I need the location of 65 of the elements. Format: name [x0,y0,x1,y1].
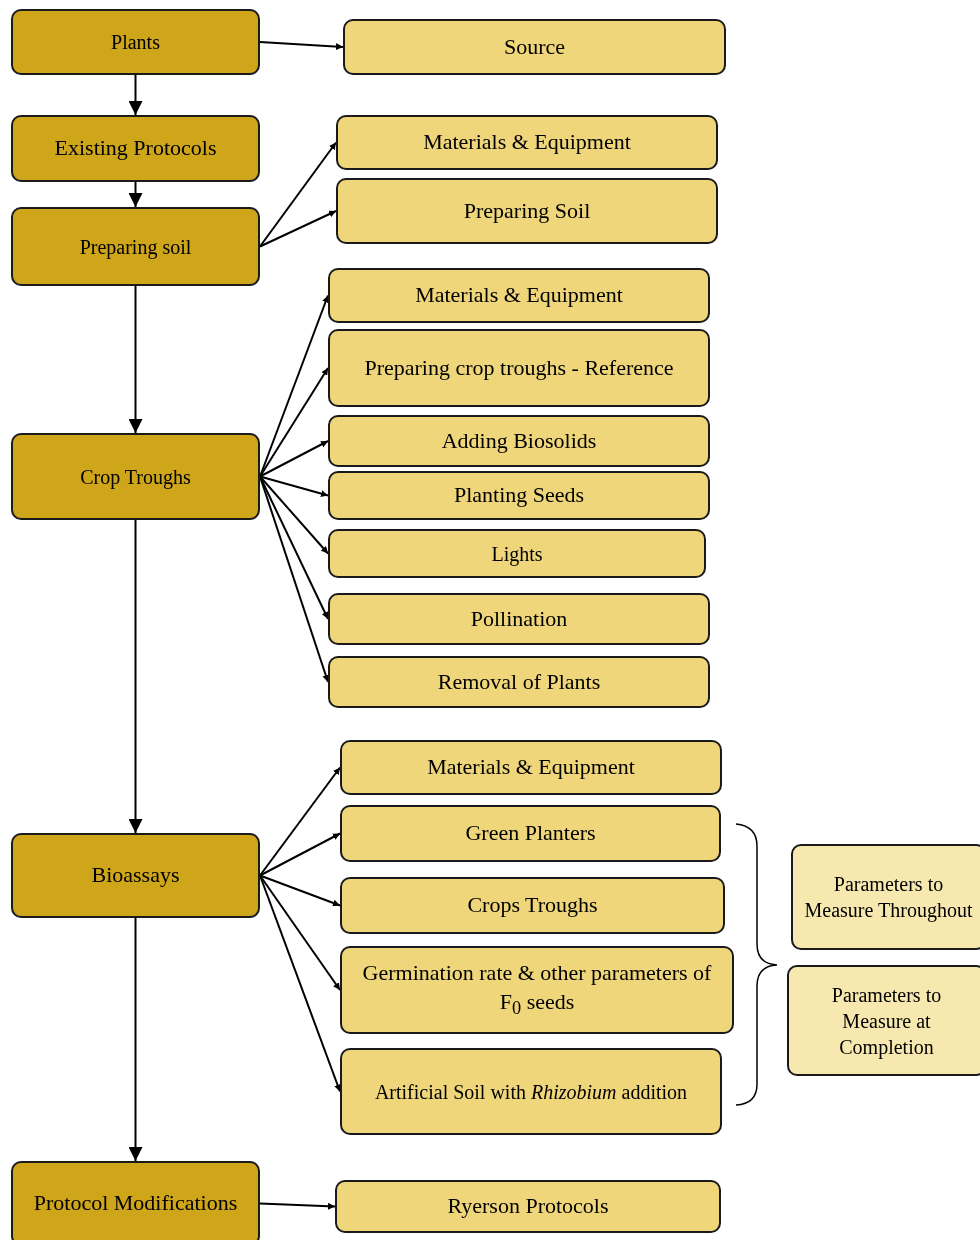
box-label: Source [503,32,566,61]
box-label: Preparing soil [79,234,192,260]
step-box [11,207,260,286]
box-label: Materials & Equipment [427,753,635,782]
arrow [128,519,143,834]
box-label: Parameters to Measure Throughout [803,872,974,923]
step-box [11,9,260,75]
arrow [259,41,344,51]
box-label: Bioassays [91,861,180,890]
box-label: Preparing crop troughs - Reference [364,353,674,382]
box-label: Removal of Plants [437,667,601,696]
detail-box [328,656,710,708]
detail-box [340,877,725,934]
arrow [259,141,337,248]
arrow [259,367,329,478]
arrow [128,285,143,434]
step-box [11,1161,260,1240]
box-label: Parameters to Measure at Completion [830,982,943,1060]
box-label: Lights [491,541,543,567]
arrow [259,766,341,877]
box-label: Crops Troughs [467,891,598,920]
detail-box [340,946,734,1034]
arrow [259,475,329,555]
step-box [11,433,260,520]
box-label: Germination rate & other parameters of F$_{0}$ seeds [361,959,713,1021]
box-label: Preparing Soil [463,196,591,225]
arrow [128,74,143,116]
box-label: Ryerson Protocols [447,1192,609,1221]
box-label: Materials & Equipment [415,281,623,310]
box-label: Artificial Soil with Rhizobium addition [374,1079,688,1105]
detail-box [328,329,710,407]
parameter-box [791,844,980,950]
detail-box [336,115,718,170]
detail-box [328,268,710,323]
box-label: Protocol Modifications [33,1189,238,1218]
detail-box [340,805,721,862]
box-label: Plants [111,30,160,55]
detail-box [335,1180,721,1233]
arrow [259,874,341,907]
arrow [128,917,143,1162]
detail-box [340,1048,722,1135]
box-label: Existing Protocols [54,134,217,163]
detail-box [328,471,710,520]
arrow [259,210,337,248]
box-label: Crop Troughs [80,464,191,490]
step-box [11,833,260,918]
detail-box [340,740,722,795]
arrow [259,874,341,991]
arrow [259,475,329,497]
detail-box [328,593,710,645]
detail-box [336,178,718,244]
arrow [259,832,341,877]
arrow [259,1202,336,1210]
box-label: Green Planters [465,819,596,848]
detail-box [328,415,710,467]
step-box [11,115,260,182]
detail-box [328,529,706,578]
box-label: Pollination [470,604,568,633]
box-label: Adding Biosolids [441,426,597,455]
parameter-box [787,965,980,1076]
detail-box [343,19,726,75]
arrow [259,440,329,478]
box-label: Planting Seeds [453,481,585,510]
box-label: Materials & Equipment [423,128,631,157]
arrow [128,181,143,208]
